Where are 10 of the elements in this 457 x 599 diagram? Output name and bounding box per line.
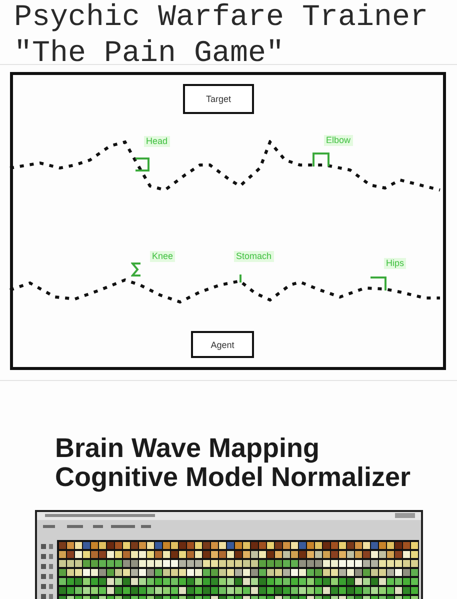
page-title: Psychic Warfare Trainer "The Pain Game"	[14, 0, 430, 72]
body-part-label: Hips	[384, 258, 406, 269]
body-part-label: Head	[144, 136, 170, 147]
section-heading: Brain Wave Mapping Cognitive Model Normalizer	[55, 434, 412, 492]
body-part-label: Elbow	[324, 135, 353, 146]
panel-frame	[10, 72, 446, 370]
body-part-label: Stomach	[234, 251, 274, 262]
agent-box: Agent	[191, 331, 254, 358]
body-part-label: Knee	[150, 251, 176, 262]
target-box: Target	[183, 84, 254, 114]
